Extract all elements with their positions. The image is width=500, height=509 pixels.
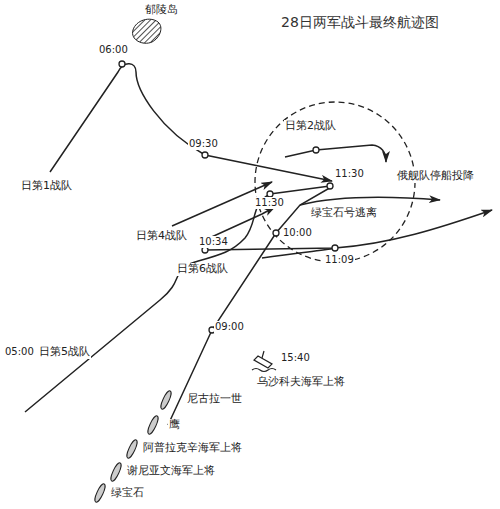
time-label: 10:00 bbox=[282, 227, 313, 239]
event-label: 俄舰队停船投降 bbox=[396, 170, 475, 183]
time-label: 09:30 bbox=[188, 138, 219, 150]
map-title: 28日两军战斗最终航迹图 bbox=[280, 14, 440, 30]
ship-name: 绿宝石 bbox=[110, 487, 145, 500]
time-label: 11:30 bbox=[254, 197, 285, 209]
time-label: 11:30 bbox=[334, 168, 365, 180]
ship-icon bbox=[159, 390, 173, 411]
track-emerald bbox=[300, 197, 440, 205]
sunk-ship-icon bbox=[252, 351, 276, 372]
ship-icon bbox=[93, 483, 107, 504]
ship-name: 谢尼亚文海军上将 bbox=[126, 465, 216, 478]
event-label: 绿宝石号逃离 bbox=[310, 207, 378, 220]
time-label: 09:00 bbox=[214, 321, 245, 333]
time-dot bbox=[327, 183, 333, 189]
track-russian bbox=[168, 186, 333, 425]
ship-icon bbox=[125, 439, 139, 460]
ship-name: 阿普拉克辛海军上将 bbox=[142, 442, 243, 455]
unit-name: 日第1战队 bbox=[20, 180, 73, 193]
time-label: 15:40 bbox=[280, 352, 311, 364]
ship-name: 乌沙科夫海军上将 bbox=[256, 376, 346, 389]
time-dot bbox=[313, 147, 319, 153]
time-label: 05:00 bbox=[4, 346, 35, 358]
time-label: 06:00 bbox=[98, 44, 129, 56]
unit-name: 日第4战队 bbox=[135, 230, 188, 243]
time-dot bbox=[273, 230, 279, 236]
unit-name: 日第6战队 bbox=[176, 263, 229, 276]
time-label: 11:09 bbox=[324, 254, 355, 266]
time-label: 10:34 bbox=[198, 236, 229, 248]
island-name: 郁陵岛 bbox=[144, 4, 179, 17]
unit-name: 日第2战队 bbox=[284, 120, 337, 133]
time-dot bbox=[332, 245, 338, 251]
ship-icon bbox=[146, 415, 160, 436]
track-jp2 bbox=[285, 145, 386, 162]
ship-name: 鹰 bbox=[168, 419, 181, 432]
ship-name: 尼古拉一世 bbox=[186, 393, 243, 406]
battle-area bbox=[255, 102, 415, 262]
time-dot bbox=[202, 152, 208, 158]
unit-name: 日第5战队 bbox=[38, 346, 91, 359]
time-dot bbox=[202, 247, 208, 253]
ship-icon bbox=[109, 462, 123, 483]
time-dot bbox=[119, 61, 125, 67]
island bbox=[133, 19, 161, 43]
